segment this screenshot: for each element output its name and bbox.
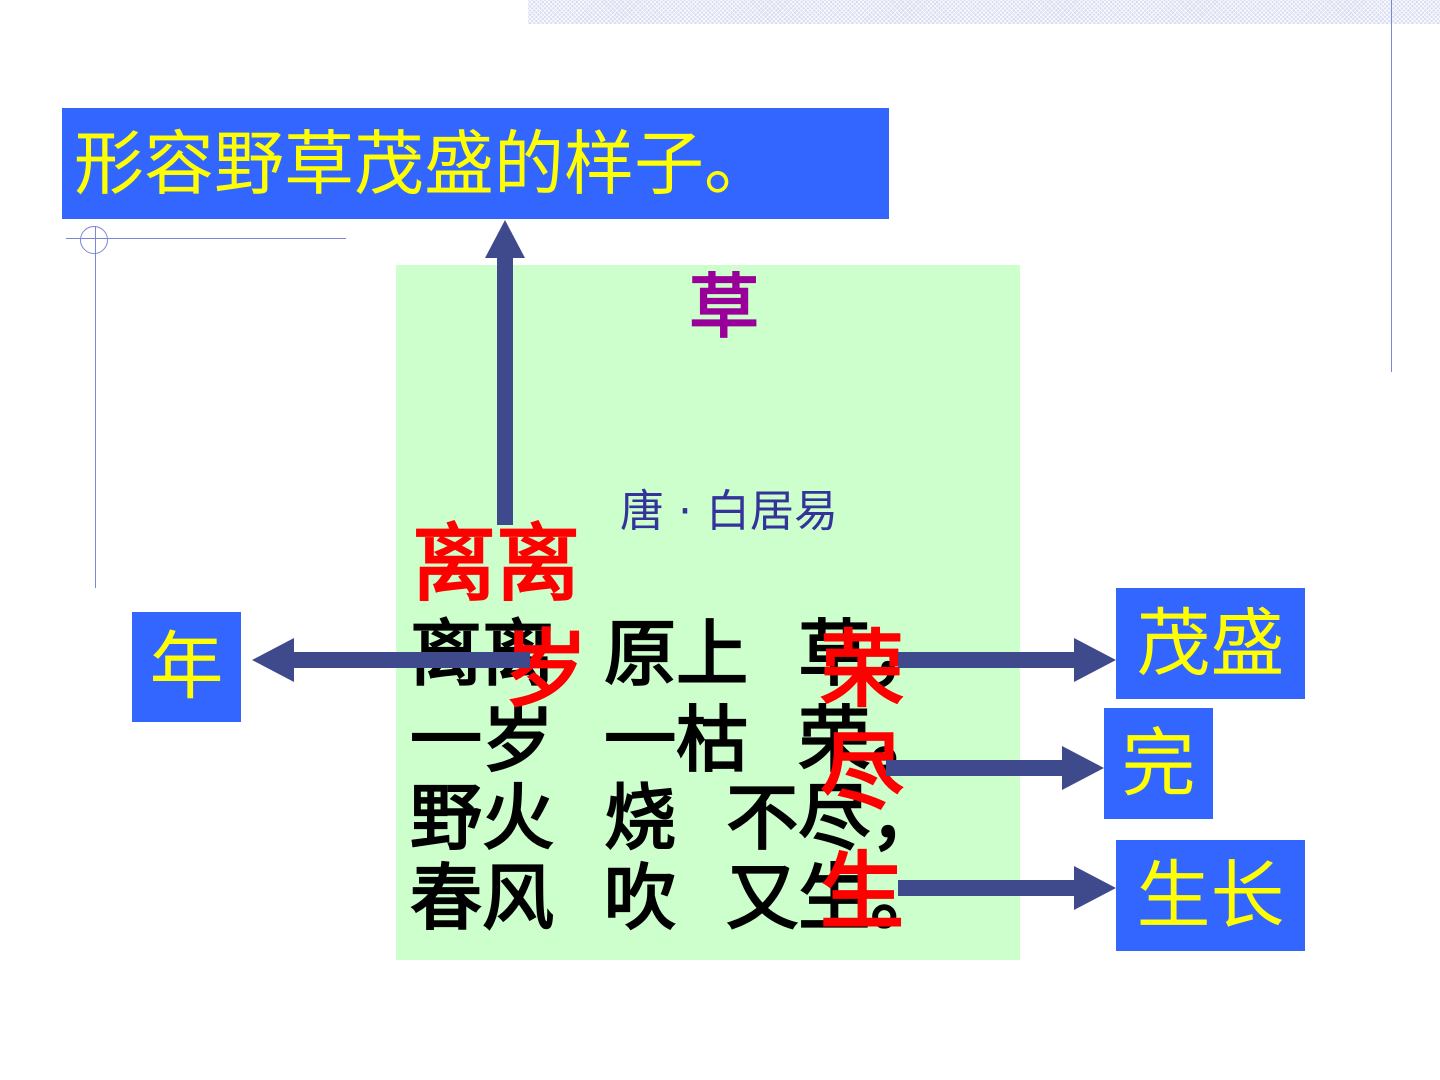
decorative-circle: [80, 226, 108, 254]
definition-text: 形容野草茂盛的样子。: [74, 122, 774, 205]
highlight-sui: 岁: [504, 621, 589, 719]
highlight-rong: 荣: [820, 621, 905, 719]
decorative-left-hline: [66, 238, 346, 239]
poem-title: 草: [689, 266, 759, 348]
definition-label: 形容野草茂盛的样子。: [62, 108, 889, 219]
poem-line-3: 野火 烧 不尽，: [410, 776, 943, 860]
meaning-jin-text: 完: [1121, 720, 1196, 807]
meaning-jin-label: 完: [1104, 708, 1213, 819]
highlight-lili: 离离: [412, 515, 581, 613]
meaning-sui-text: 年: [149, 624, 224, 710]
decorative-right-line: [1391, 0, 1392, 372]
decorative-left-line: [95, 226, 96, 588]
meaning-sheng-text: 生长: [1136, 852, 1285, 939]
arrow-left-to-year: [252, 638, 530, 682]
decorative-top-band: [528, 0, 1440, 24]
arrow-up-to-definition: [485, 220, 525, 525]
arrow-right-to-shengzhang: [898, 866, 1116, 910]
poem-author: 唐 · 白居易: [620, 486, 838, 537]
meaning-rong-label: 茂盛: [1116, 588, 1305, 699]
meaning-rong-text: 茂盛: [1136, 600, 1285, 687]
poem-line-2: 一岁 一枯 荣。: [410, 698, 943, 782]
arrow-right-to-wan: [886, 746, 1104, 790]
arrow-right-to-maosheng: [898, 638, 1116, 682]
highlight-sheng: 生: [820, 843, 905, 941]
meaning-sui-label: 年: [132, 612, 241, 722]
poem-line-4: 春风 吹 又生。: [410, 856, 943, 940]
poem-line-1: 离离 原上 草，: [410, 612, 943, 696]
meaning-sheng-label: 生长: [1116, 840, 1305, 951]
